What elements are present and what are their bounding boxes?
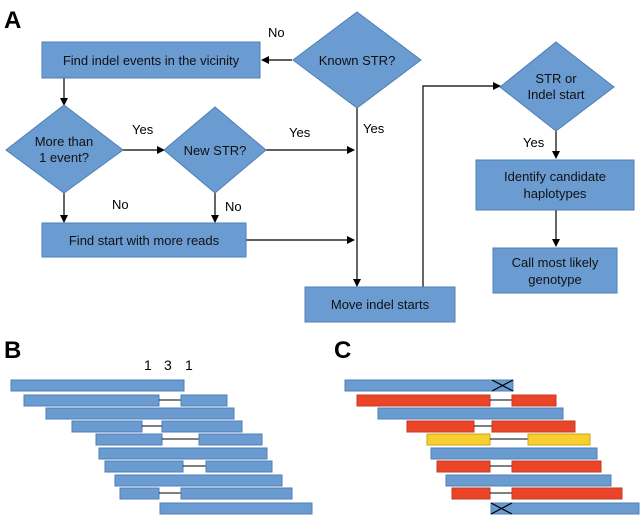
read-c-4a	[406, 420, 475, 433]
find-start-text: Find start with more reads	[69, 233, 220, 248]
count-3: 1	[185, 357, 193, 373]
read-b-5b	[198, 433, 263, 446]
identify-box	[475, 159, 635, 211]
str-or-indel-text-line2: Indel start	[527, 87, 584, 102]
call-text-line1: Call most likely	[512, 255, 599, 270]
read-b-1	[10, 379, 185, 392]
move-indel-box	[304, 286, 456, 323]
flowchart-connectors	[60, 56, 560, 288]
find-indel-text: Find indel events in the vicinity	[63, 53, 240, 68]
label-yes-more: Yes	[132, 122, 154, 137]
call-box	[492, 247, 618, 294]
known-str-diamond	[292, 11, 422, 109]
call-text-line2: genotype	[528, 272, 582, 287]
read-c-9b	[511, 487, 623, 500]
new-str-diamond	[163, 106, 267, 194]
read-c-5a	[426, 433, 491, 446]
find-indel-box	[41, 41, 261, 79]
read-c-9a	[451, 487, 491, 500]
read-c-5b	[527, 433, 591, 446]
read-c-7a	[436, 460, 491, 473]
label-no-new: No	[225, 199, 242, 214]
read-b-5a	[95, 433, 163, 446]
read-b-2a	[23, 394, 160, 407]
read-c-2a	[356, 394, 491, 407]
identify-text-line1: Identify candidate	[504, 169, 606, 184]
flowchart-text: Known STR? Find indel events in the vici…	[35, 25, 606, 312]
read-c-1-cross	[491, 379, 514, 392]
read-c-4b	[491, 420, 576, 433]
label-no-more: No	[112, 197, 129, 212]
read-b-6	[98, 447, 268, 460]
read-c-10-cross	[490, 502, 513, 515]
read-b-4b	[161, 420, 243, 433]
count-1: 1	[144, 357, 152, 373]
read-b-7a	[104, 460, 184, 473]
panel-label-b: B	[4, 337, 21, 364]
panel-label-a: A	[4, 7, 21, 34]
label-yes-known: Yes	[363, 121, 385, 136]
read-b-8	[114, 474, 283, 487]
read-c-6	[430, 447, 598, 460]
label-yes-new: Yes	[289, 125, 311, 140]
known-str-text: Known STR?	[319, 53, 396, 68]
more-than-one-diamond	[5, 104, 124, 194]
new-str-text: New STR?	[184, 143, 247, 158]
read-c-3	[377, 407, 564, 420]
panel-label-c: C	[334, 337, 351, 364]
find-start-box	[41, 222, 247, 258]
flowchart-shapes	[5, 11, 635, 323]
move-indel-text: Move indel starts	[331, 297, 430, 312]
read-c-7b	[511, 460, 602, 473]
read-b-10	[159, 502, 313, 515]
arrow-move-to-strstart	[422, 82, 501, 288]
count-2: 3	[164, 357, 172, 373]
panel-b-counts: 1 3 1	[144, 357, 193, 373]
label-yes-str: Yes	[523, 135, 545, 150]
panel-c-reads	[344, 379, 640, 515]
read-c-10	[490, 502, 640, 515]
read-b-9b	[180, 487, 293, 500]
read-b-2b	[180, 394, 228, 407]
read-c-1	[344, 379, 514, 392]
label-no-known: No	[268, 25, 285, 40]
more-than-one-text-line1: More than	[35, 134, 94, 149]
read-b-9a	[119, 487, 160, 500]
read-b-7b	[205, 460, 273, 473]
more-than-one-text-line2: 1 event?	[39, 150, 89, 165]
read-b-4a	[71, 420, 143, 433]
read-c-2b	[511, 394, 557, 407]
read-c-8	[445, 474, 612, 487]
str-or-indel-diamond	[499, 41, 615, 132]
read-b-3	[45, 407, 235, 420]
panel-b-reads	[10, 379, 313, 515]
identify-text-line2: haplotypes	[524, 186, 587, 201]
str-or-indel-text-line1: STR or	[535, 71, 577, 86]
